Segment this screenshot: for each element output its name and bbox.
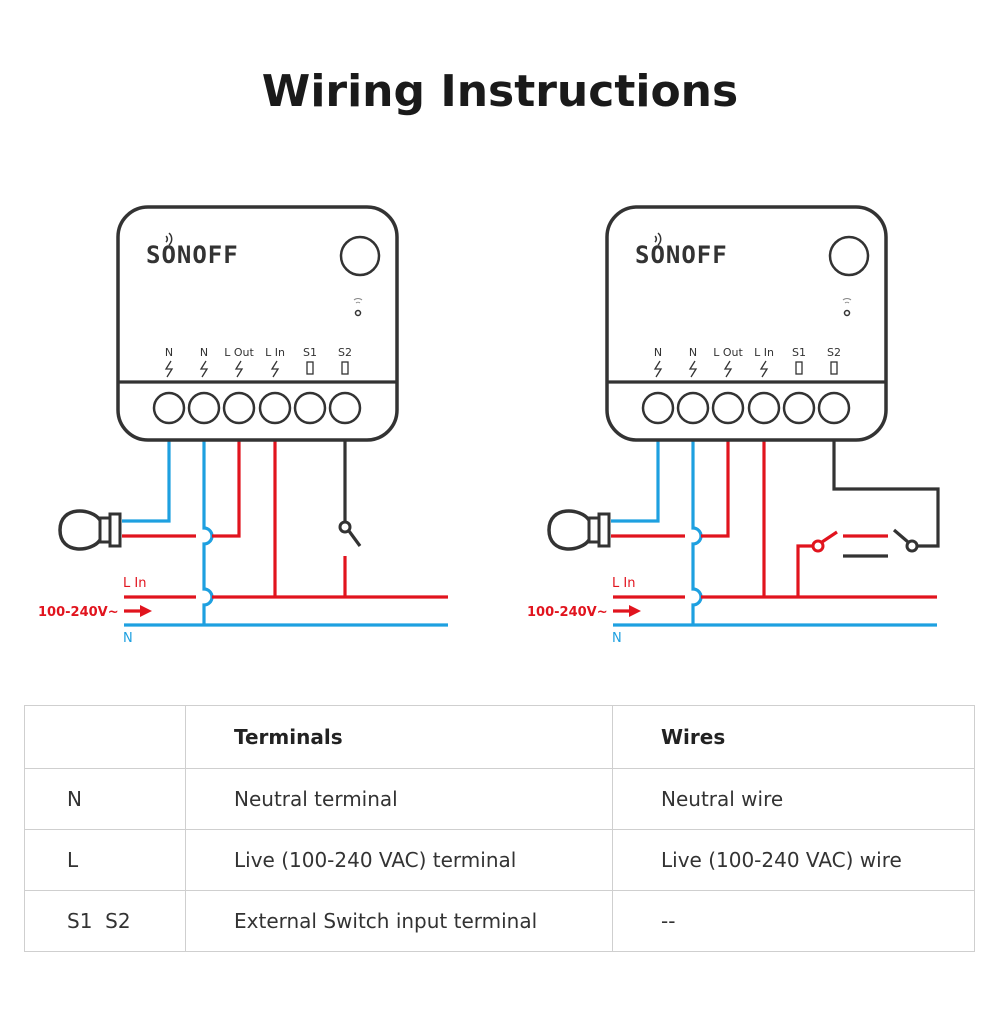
- terminal-label: S1: [303, 346, 317, 359]
- load-wire: [212, 425, 241, 538]
- l-in-label: L In: [123, 576, 146, 591]
- sonoff-device: SONOFF N N L Out L In S1 S2: [605, 205, 888, 442]
- switch-lever: [821, 530, 838, 544]
- terminal-screw: [817, 391, 851, 425]
- n-label: N: [612, 631, 622, 646]
- brand-logo: SONOFF: [146, 241, 239, 269]
- table-cell: Neutral wire: [612, 768, 975, 830]
- header-cell: Wires: [612, 705, 975, 769]
- arrow-icon: [140, 605, 152, 617]
- arrow-icon: [629, 605, 641, 617]
- terminal-label: N: [200, 346, 208, 359]
- terminal-screw: [328, 391, 362, 425]
- table-row: S1 S2 External Switch input terminal --: [24, 890, 975, 952]
- brand-logo: SONOFF: [635, 241, 728, 269]
- sonoff-device: SONOFF N N L Out L In S1 S2: [116, 205, 399, 442]
- led-indicator: [843, 309, 851, 317]
- terminal-label: S2: [827, 346, 841, 359]
- pairing-button: [339, 235, 381, 277]
- header-cell: Terminals: [185, 705, 613, 769]
- switch-live-wire: [796, 544, 812, 597]
- terminal-screw: [152, 391, 186, 425]
- switch-lever: [892, 528, 910, 544]
- table-cell: --: [612, 890, 975, 952]
- power-icon: [723, 360, 733, 378]
- table-cell: Live (100-240 VAC) terminal: [185, 829, 613, 891]
- table-cell: External Switch input terminal: [185, 890, 613, 952]
- voltage-label: 100-240V~: [527, 605, 608, 620]
- terminal-label: N: [689, 346, 697, 359]
- terminal-screw: [187, 391, 221, 425]
- s2-wire: [832, 425, 940, 548]
- terminal-screw: [676, 391, 710, 425]
- bulb-glass: [58, 509, 102, 551]
- terminal-label: S2: [338, 346, 352, 359]
- page-title: Wiring Instructions: [261, 66, 739, 117]
- bulb-icon: [58, 509, 122, 551]
- terminal-screw: [782, 391, 816, 425]
- terminal-screw: [293, 391, 327, 425]
- wifi-signal-icon: [165, 232, 173, 246]
- bulb-socket: [108, 512, 122, 548]
- power-icon: [759, 360, 769, 378]
- bulb-glass: [547, 509, 591, 551]
- two-way-switch-diagram: L In 100-240V~ N SONOFF N N L Out L In S1 S2: [527, 205, 940, 646]
- single-switch-diagram: L In 100-240V~ N SONOFF N N L Out L In S1 S2: [38, 205, 448, 646]
- wifi-indicator-icon: [842, 298, 852, 304]
- switch-input-icon: [830, 361, 838, 375]
- table-cell: S1 S2: [24, 890, 186, 952]
- table-header-row: Terminals Wires: [24, 705, 975, 769]
- header-cell: [24, 705, 186, 769]
- switch-pivot-icon: [905, 539, 919, 553]
- table-cell: Neutral terminal: [185, 768, 613, 830]
- neutral-wire-to-bulb: [122, 425, 171, 523]
- terminal-screw: [258, 391, 292, 425]
- power-icon: [234, 360, 244, 378]
- terminal-screw: [747, 391, 781, 425]
- table-cell: N: [24, 768, 186, 830]
- switch-input-icon: [795, 361, 803, 375]
- terminal-screw: [641, 391, 675, 425]
- terminal-label: L In: [754, 346, 774, 359]
- wifi-indicator-icon: [353, 298, 363, 304]
- switch-pivot-icon: [811, 539, 825, 553]
- terminal-label: L Out: [224, 346, 254, 359]
- terminal-label: N: [165, 346, 173, 359]
- table-cell: L: [24, 829, 186, 891]
- wifi-signal-icon: [654, 232, 662, 246]
- wiring-diagrams: L In 100-240V~ N SONOFF N N L Out L In S1 S2 L In 1…: [38, 205, 940, 646]
- switch-lever: [347, 530, 362, 547]
- power-icon: [270, 360, 280, 378]
- neutral-wire: [202, 425, 214, 625]
- power-icon: [164, 360, 174, 378]
- power-icon: [688, 360, 698, 378]
- switch-input-icon: [341, 361, 349, 375]
- table-row: N Neutral terminal Neutral wire: [24, 768, 975, 830]
- voltage-label: 100-240V~: [38, 605, 119, 620]
- terminal-screw: [711, 391, 745, 425]
- bulb-socket: [597, 512, 611, 548]
- terminal-table: Terminals Wires N Neutral terminal Neutr…: [24, 705, 975, 952]
- terminal-label: L Out: [713, 346, 743, 359]
- pairing-button: [828, 235, 870, 277]
- bulb-icon: [547, 509, 611, 551]
- n-label: N: [123, 631, 133, 646]
- neutral-wire: [691, 425, 703, 625]
- terminal-label: N: [654, 346, 662, 359]
- terminal-label: S1: [792, 346, 806, 359]
- neutral-wire-to-bulb: [611, 425, 660, 523]
- l-in-label: L In: [612, 576, 635, 591]
- load-wire: [701, 425, 730, 538]
- table-cell: Live (100-240 VAC) wire: [612, 829, 975, 891]
- power-icon: [653, 360, 663, 378]
- table-row: L Live (100-240 VAC) terminal Live (100-…: [24, 829, 975, 891]
- terminal-screw: [222, 391, 256, 425]
- terminal-label: L In: [265, 346, 285, 359]
- led-indicator: [354, 309, 362, 317]
- power-icon: [199, 360, 209, 378]
- switch-pivot-icon: [338, 520, 352, 534]
- switch-input-icon: [306, 361, 314, 375]
